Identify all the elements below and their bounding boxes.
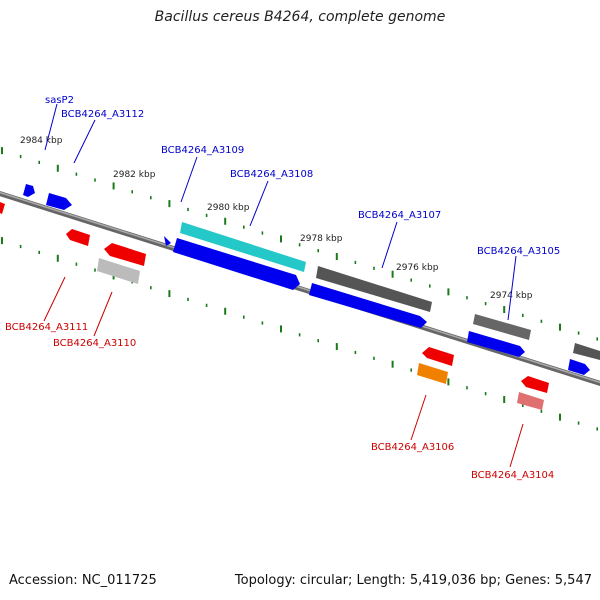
gene-BCB4264_A3106-red[interactable] <box>422 347 454 366</box>
gene-BCB4264_A3107-grey[interactable] <box>316 266 432 312</box>
accession-text: Accession: NC_011725 <box>9 573 157 588</box>
label-BCB4264_A3107: BCB4264_A3107 <box>358 210 441 221</box>
gene-BCB4264_A3105[interactable] <box>467 331 525 357</box>
forward-strand-features <box>23 184 600 375</box>
genome-backbone <box>0 190 600 387</box>
leader-BCB4264_A3108 <box>249 180 269 227</box>
label-sasP2: sasP2 <box>45 95 74 106</box>
gene-BCB4264_A3110-red[interactable] <box>104 243 146 266</box>
leader-BCB4264_A3107 <box>381 221 398 269</box>
gene-BCB4264_A3107[interactable] <box>309 283 427 328</box>
label-leader-lines <box>43 103 524 468</box>
gene-BCB4264_A3111[interactable] <box>66 229 90 246</box>
leader-BCB4264_A3105 <box>507 255 517 321</box>
gene-BCB4264_A3106[interactable] <box>417 363 448 384</box>
label-BCB4264_A3110: BCB4264_A3110 <box>53 338 136 349</box>
gene-BCB4264_A3104-red[interactable] <box>521 376 549 393</box>
gene-unnamed-left[interactable] <box>164 236 171 246</box>
label-BCB4264_A3112: BCB4264_A3112 <box>61 109 144 120</box>
label-BCB4264_A3109: BCB4264_A3109 <box>161 145 244 156</box>
kbp-label-2984: 2984 kbp <box>20 136 63 146</box>
genome-summary-text: Topology: circular; Length: 5,419,036 bp… <box>234 573 592 588</box>
outer-tick-track <box>1 147 599 341</box>
kbp-label-2976: 2976 kbp <box>396 263 439 273</box>
kbp-label-2982: 2982 kbp <box>113 170 156 180</box>
gene-right-edge-blue[interactable] <box>568 359 590 375</box>
gene-BCB4264_A3105-grey[interactable] <box>473 314 531 340</box>
gene-BCB4264_A3104[interactable] <box>517 392 544 410</box>
reverse-strand-features <box>0 202 549 410</box>
leader-BCB4264_A3106 <box>410 394 427 441</box>
leader-BCB4264_A3109 <box>180 156 198 203</box>
label-BCB4264_A3104: BCB4264_A3104 <box>471 470 554 481</box>
gene-left-edge-red[interactable] <box>0 202 5 214</box>
leader-BCB4264_A3110 <box>93 291 113 337</box>
gene-sasP2[interactable] <box>23 184 35 197</box>
gene-BCB4264_A3112[interactable] <box>46 193 72 210</box>
gene-BCB4264_A3109[interactable] <box>173 238 300 290</box>
leader-BCB4264_A3112 <box>73 119 96 164</box>
leader-BCB4264_A3104 <box>509 423 524 468</box>
kbp-label-2978: 2978 kbp <box>300 234 343 244</box>
label-BCB4264_A3108: BCB4264_A3108 <box>230 169 313 180</box>
leader-BCB4264_A3111 <box>43 276 66 322</box>
leader-sasP2 <box>44 103 58 151</box>
label-BCB4264_A3106: BCB4264_A3106 <box>371 442 454 453</box>
gene-BCB4264_A3110[interactable] <box>97 258 140 284</box>
kbp-label-2980: 2980 kbp <box>207 203 250 213</box>
label-BCB4264_A3111: BCB4264_A3111 <box>5 322 88 333</box>
gene-BCB4264_A3108-teal[interactable] <box>180 222 306 272</box>
label-BCB4264_A3105: BCB4264_A3105 <box>477 246 560 257</box>
gene-right-edge-grey[interactable] <box>573 343 600 360</box>
page-title: Bacillus cereus B4264, complete genome <box>154 9 446 25</box>
